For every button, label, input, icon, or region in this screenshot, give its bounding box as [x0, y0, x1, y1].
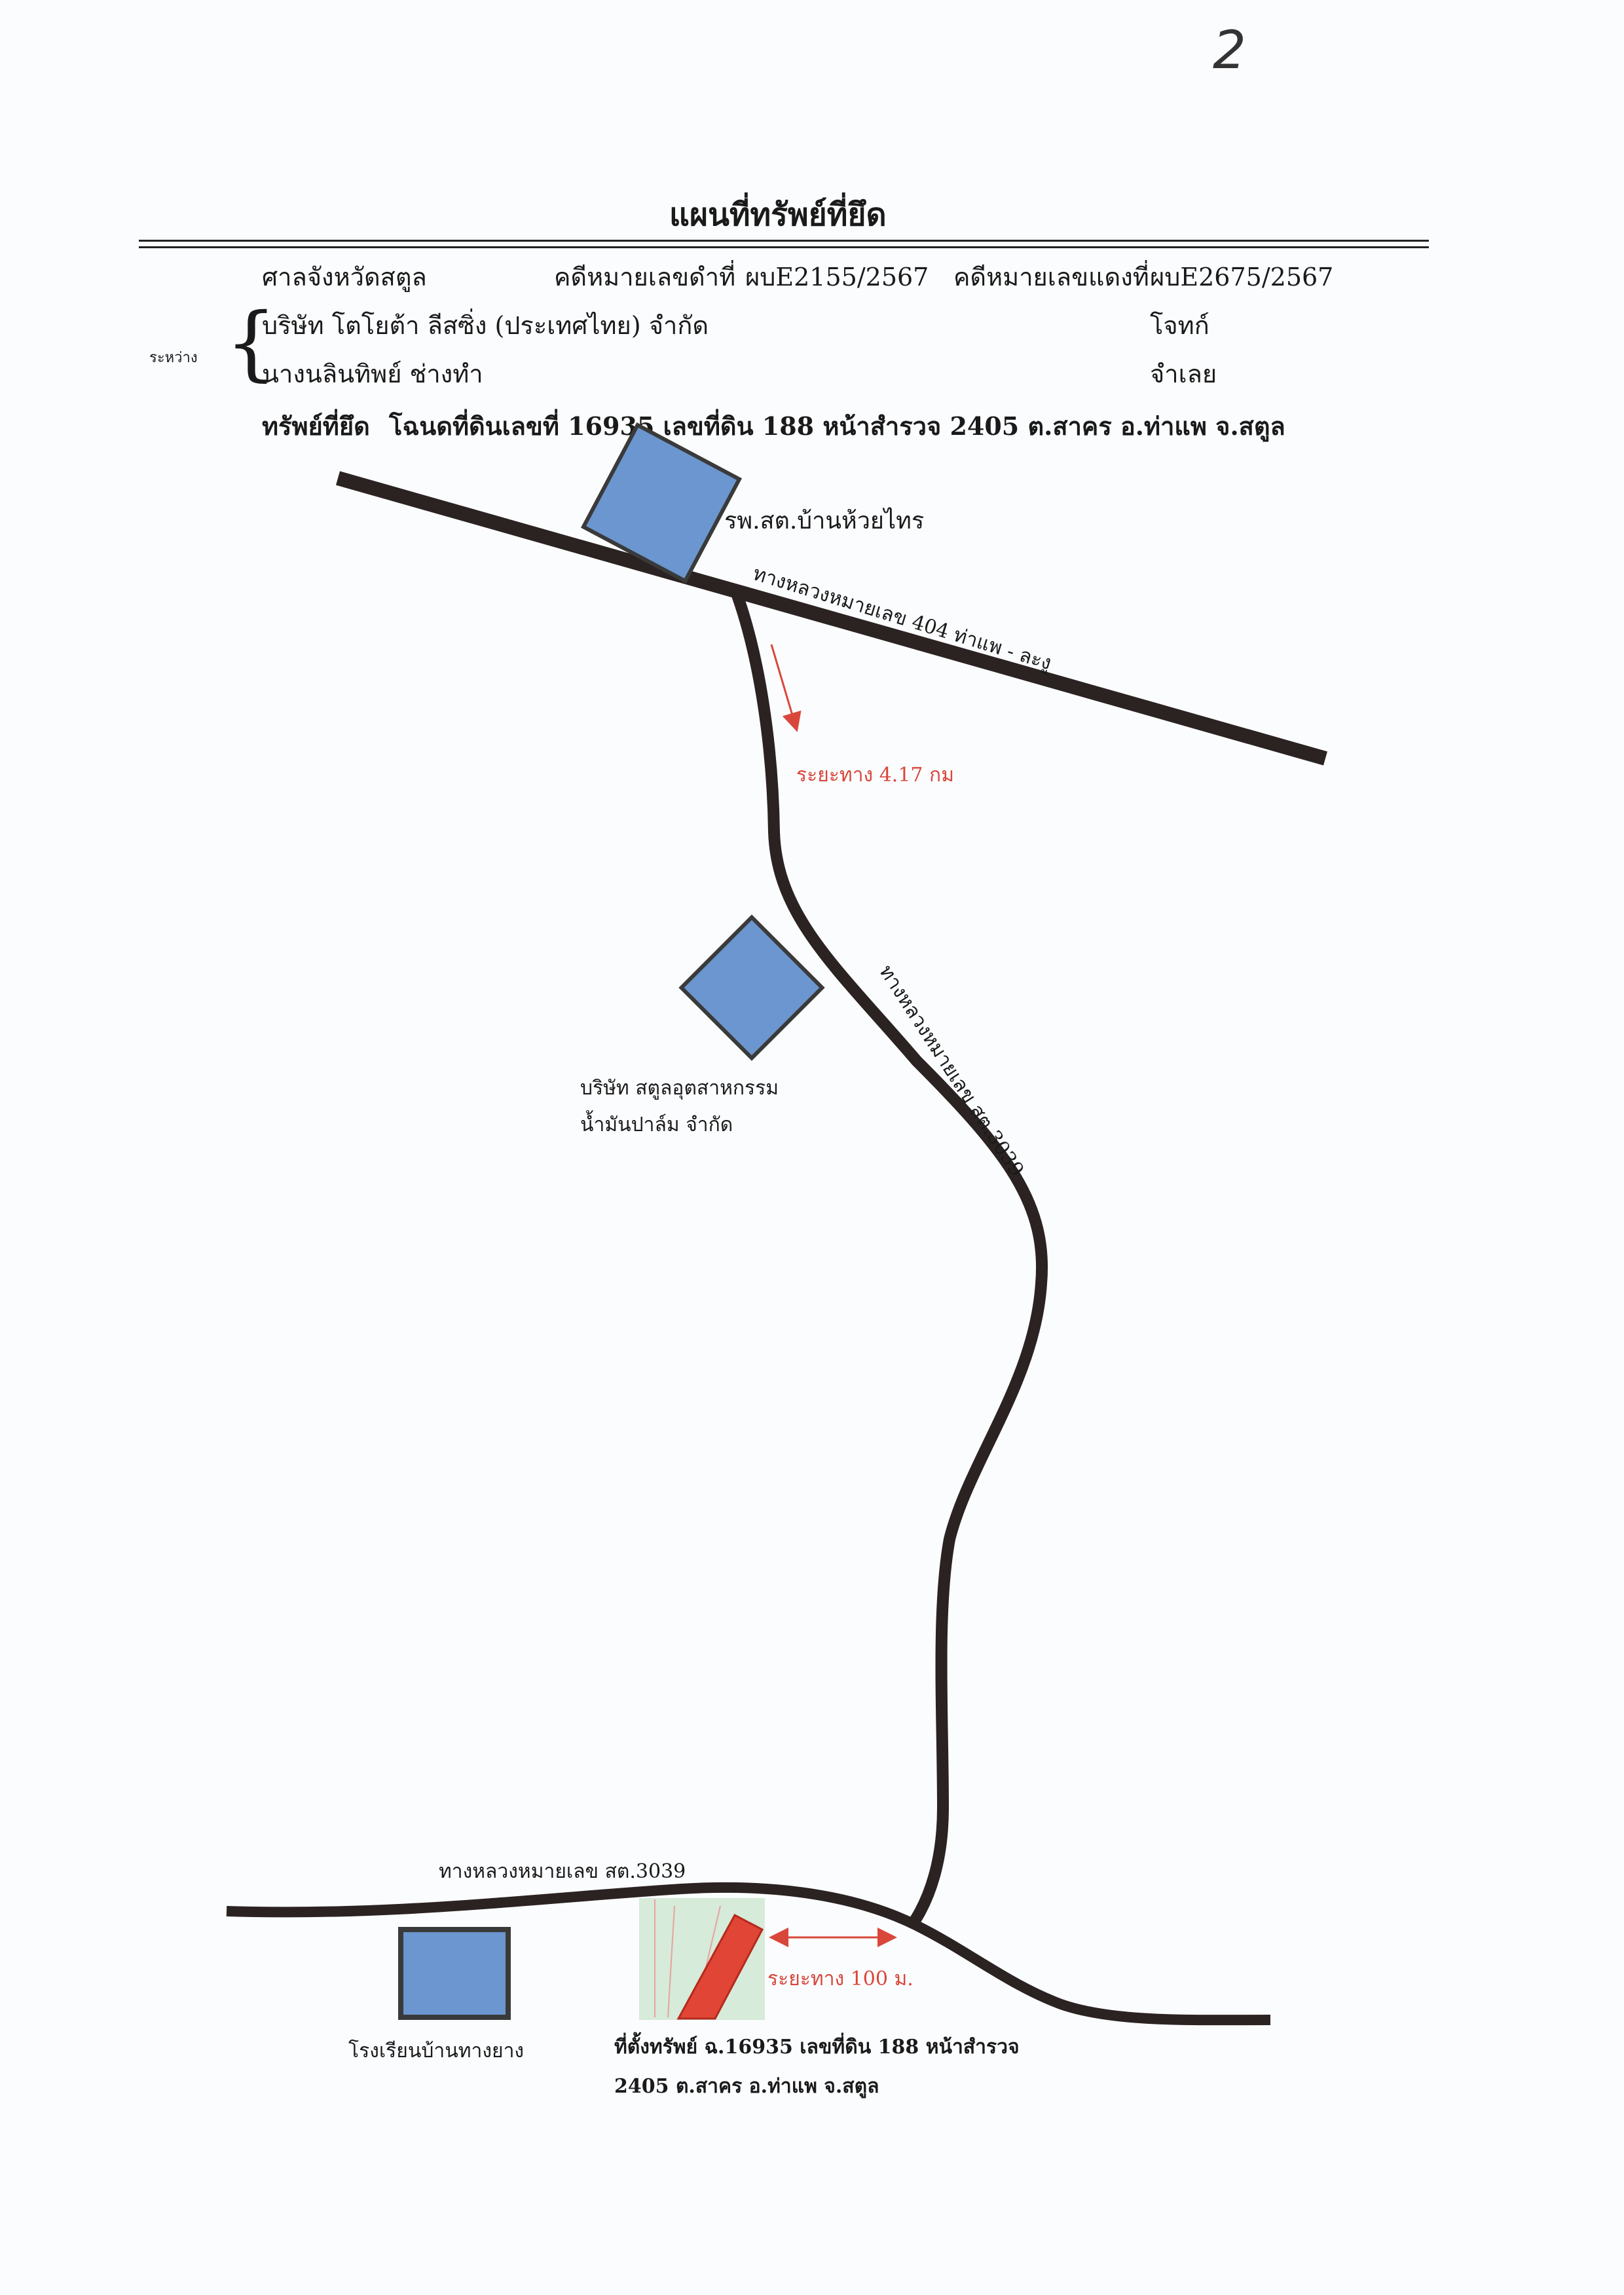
road-hwy-3039-bottom [226, 1882, 1271, 2026]
label-palm-oil-line1: บริษัท สตูลอุตสาหกรรม [580, 1077, 779, 1100]
label-distance-4km: ระยะทาง 4.17 กม [796, 764, 954, 787]
court-name: ศาลจังหวัดสตูล [262, 263, 427, 291]
label-hwy-3039-bottom: ทางหลวงหมายเลข สต.3039 [439, 1860, 686, 1883]
arrow-distance-4km [770, 644, 802, 732]
black-case-number: ผบE2155/2567 [745, 263, 929, 291]
black-case-label: คดีหมายเลขดำที่ [554, 263, 736, 291]
road-hwy-404 [335, 471, 1328, 766]
red-case-number: ผบE2675/2567 [1150, 263, 1334, 291]
asset-description: โฉนดที่ดินเลขที่ 16935 เลขที่ดิน 188 หน้… [389, 411, 1285, 441]
between-label: ระหว่าง [149, 350, 198, 366]
plaintiff-name: บริษัท โตโยต้า ลีสซิ่ง (ประเทศไทย) จำกัด [262, 311, 709, 340]
defendant-name: นางนลินทิพย์ ช่างทำ [262, 360, 483, 388]
health-center-marker [580, 422, 743, 584]
title-rule-bottom [139, 246, 1429, 248]
label-property-line2: 2405 ต.สาคร อ.ท่าแพ จ.สตูล [614, 2075, 879, 2098]
defendant-role: จำเลย [1150, 360, 1217, 388]
palm-oil-company-marker [678, 914, 825, 1061]
brace-icon: { [225, 296, 277, 390]
label-school: โรงเรียนบ้านทางยาง [348, 2040, 525, 2062]
label-health-center: รพ.สต.บ้านห้วยไทร [724, 508, 925, 534]
page-title: แผนที่ทรัพย์ที่ยึด [669, 196, 887, 233]
label-palm-oil-line2: น้ำมันปาล์ม จำกัด [580, 1113, 733, 1136]
red-case-label: คดีหมายเลขแดงที่ [953, 263, 1149, 291]
road-hwy-3039-vertical [729, 586, 1048, 1930]
page-number: 2 [1213, 20, 1246, 81]
property-parcel-marker [676, 1913, 764, 2020]
label-property-line1: ที่ตั้งทรัพย์ ฉ.16935 เลขที่ดิน 188 หน้า… [614, 2036, 1020, 2059]
plaintiff-role: โจทก์ [1150, 311, 1209, 340]
school-marker [398, 1927, 511, 2020]
title-rule-top [139, 240, 1429, 242]
label-hwy-3039-vertical: ทางหลวงหมายเลข สต.3039 [874, 961, 1028, 1180]
label-distance-100m: ระยะทาง 100 ม. [767, 1968, 913, 1990]
asset-label: ทรัพย์ที่ยึด [262, 411, 370, 441]
label-hwy-404: ทางหลวงหมายเลข 404 ท่าแพ - ละงู [750, 562, 1054, 675]
